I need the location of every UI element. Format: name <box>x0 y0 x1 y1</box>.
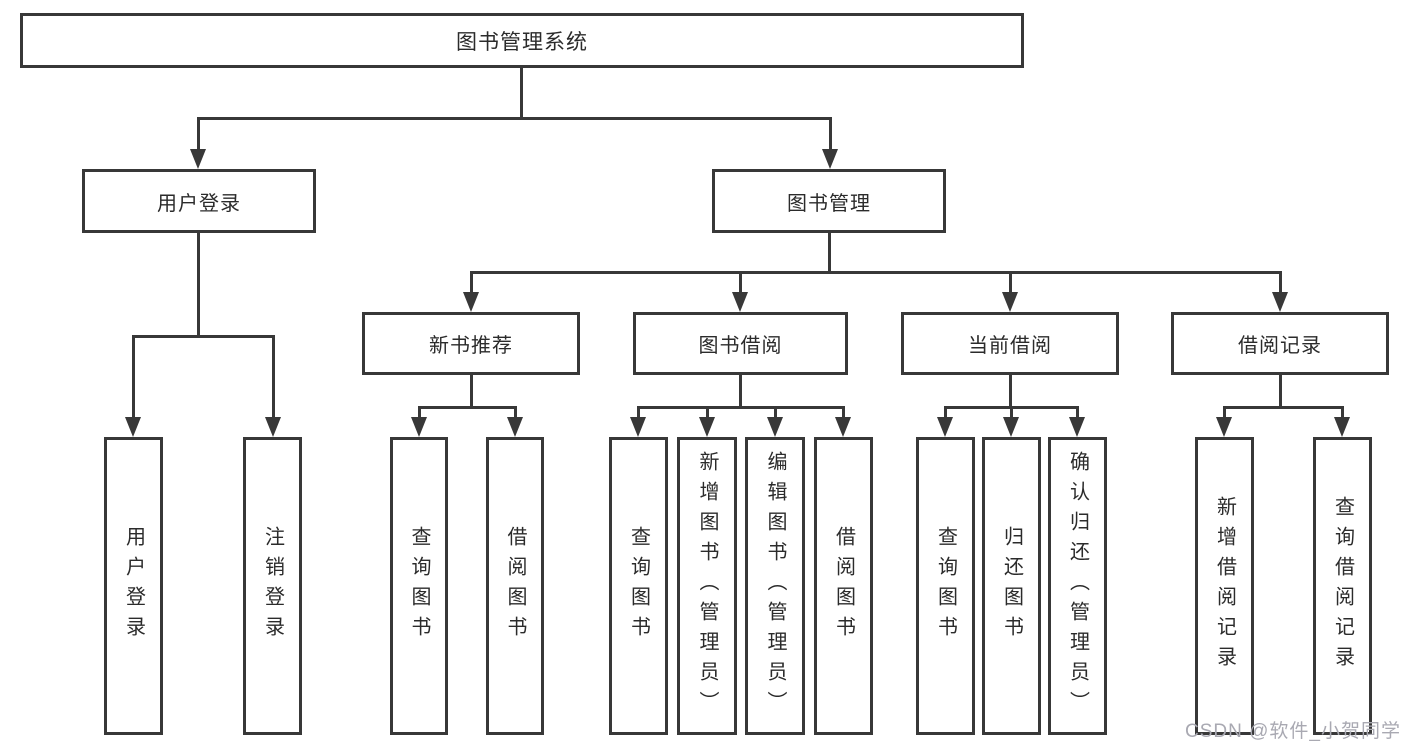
arrow-down-icon <box>1069 417 1085 437</box>
connector-line <box>197 117 832 120</box>
arrow-down-icon <box>1003 417 1019 437</box>
connector-line <box>197 117 200 151</box>
connector-line <box>1279 271 1282 294</box>
connector-line <box>1009 375 1012 408</box>
connector-line <box>774 406 777 418</box>
arrow-down-icon <box>190 149 206 169</box>
connector-line <box>637 406 845 409</box>
leaf-add-borrow-record: 新增借阅记录 <box>1195 437 1254 735</box>
connector-line <box>470 271 1281 274</box>
connector-line <box>514 406 517 418</box>
connector-line <box>470 375 473 408</box>
connector-line <box>1009 271 1012 294</box>
watermark-text: CSDN @软件_小贺同学 <box>1185 721 1401 742</box>
connector-line <box>944 406 947 418</box>
leaf-query-books-current: 查询图书 <box>916 437 975 735</box>
node-new-book-recommend: 新书推荐 <box>362 312 580 375</box>
connector-line <box>272 335 275 419</box>
arrow-down-icon <box>835 417 851 437</box>
connector-line <box>739 271 742 294</box>
leaf-label: 借阅图书 <box>832 526 855 646</box>
connector-line <box>706 406 709 418</box>
node-book-management: 图书管理 <box>712 169 946 233</box>
connector-line <box>1223 406 1344 409</box>
arrow-down-icon <box>767 417 783 437</box>
connector-line <box>418 406 517 409</box>
leaf-label: 查询借阅记录 <box>1331 496 1354 676</box>
arrow-down-icon <box>630 417 646 437</box>
arrow-down-icon <box>411 417 427 437</box>
arrow-down-icon <box>699 417 715 437</box>
node-label: 借阅记录 <box>1238 335 1322 357</box>
connector-line <box>132 335 275 338</box>
node-borrowing-records: 借阅记录 <box>1171 312 1389 375</box>
connector-line <box>1279 375 1282 408</box>
node-label: 图书管理 <box>787 192 871 215</box>
connector-line <box>1223 406 1226 418</box>
leaf-query-borrow-record: 查询借阅记录 <box>1313 437 1372 735</box>
leaf-query-books-recommend: 查询图书 <box>390 437 448 735</box>
node-current-borrowing: 当前借阅 <box>901 312 1119 375</box>
arrow-down-icon <box>463 292 479 312</box>
connector-line <box>739 375 742 408</box>
connector-line <box>829 117 832 151</box>
node-user-login: 用户登录 <box>82 169 316 233</box>
node-library-system: 图书管理系统 <box>20 13 1024 68</box>
arrow-down-icon <box>1216 417 1232 437</box>
leaf-label: 编辑图书（管理员） <box>764 451 786 721</box>
leaf-label: 查询图书 <box>627 526 650 646</box>
connector-line <box>132 335 135 419</box>
leaf-confirm-return-admin: 确认归还（管理员） <box>1048 437 1107 735</box>
arrow-down-icon <box>1272 292 1288 312</box>
arrow-down-icon <box>1334 417 1350 437</box>
leaf-label: 借阅图书 <box>504 526 526 646</box>
connector-line <box>520 68 523 118</box>
node-label: 用户登录 <box>157 192 241 215</box>
node-label: 图书管理系统 <box>456 30 588 54</box>
node-label: 当前借阅 <box>968 335 1052 357</box>
leaf-label: 查询图书 <box>408 526 430 646</box>
node-label: 图书借阅 <box>698 335 783 357</box>
arrow-down-icon <box>1002 292 1018 312</box>
leaf-label: 注销登录 <box>261 526 284 646</box>
leaf-label: 查询图书 <box>934 526 957 646</box>
arrow-down-icon <box>265 417 281 437</box>
node-label: 新书推荐 <box>429 335 513 357</box>
arrow-down-icon <box>125 417 141 437</box>
leaf-query-books-borrowing: 查询图书 <box>609 437 668 735</box>
connector-line <box>637 406 640 418</box>
leaf-label: 归还图书 <box>1000 526 1023 646</box>
leaf-label: 确认归还（管理员） <box>1066 451 1089 721</box>
arrow-down-icon <box>822 149 838 169</box>
node-book-borrowing: 图书借阅 <box>633 312 848 375</box>
connector-line <box>828 233 831 274</box>
leaf-label: 用户登录 <box>122 526 145 646</box>
leaf-logout-login: 注销登录 <box>243 437 302 735</box>
connector-line <box>1076 406 1079 418</box>
leaf-user-login: 用户登录 <box>104 437 163 735</box>
connector-line <box>470 271 473 294</box>
leaf-borrow-books-borrowing: 借阅图书 <box>814 437 873 735</box>
leaf-label: 新增借阅记录 <box>1213 496 1236 676</box>
leaf-borrow-books-recommend: 借阅图书 <box>486 437 544 735</box>
arrow-down-icon <box>937 417 953 437</box>
connector-line <box>1341 406 1344 418</box>
leaf-label: 新增图书（管理员） <box>696 451 718 721</box>
arrow-down-icon <box>732 292 748 312</box>
connector-line <box>197 233 200 337</box>
connector-line <box>418 406 421 418</box>
connector-line <box>842 406 845 418</box>
connector-line <box>1010 406 1013 418</box>
arrow-down-icon <box>507 417 523 437</box>
leaf-return-books: 归还图书 <box>982 437 1041 735</box>
leaf-edit-books-admin: 编辑图书（管理员） <box>745 437 805 735</box>
leaf-add-books-admin: 新增图书（管理员） <box>677 437 737 735</box>
